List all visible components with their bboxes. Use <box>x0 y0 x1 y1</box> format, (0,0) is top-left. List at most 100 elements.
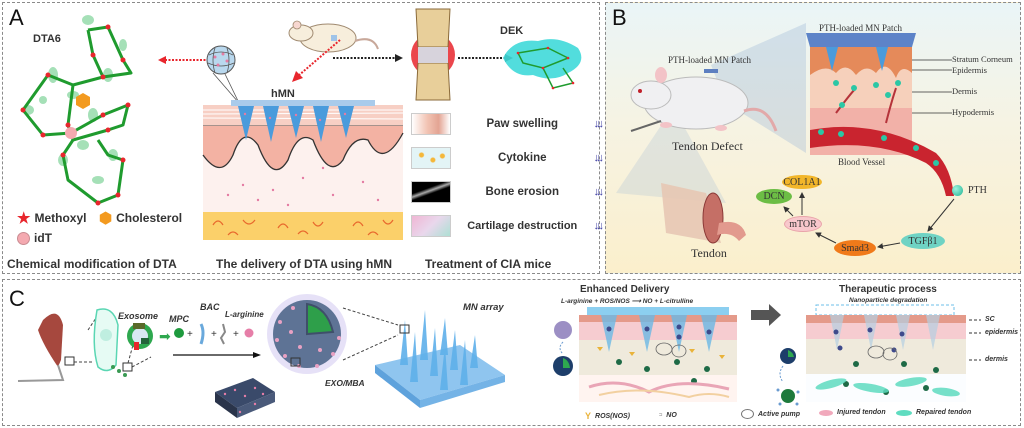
patch-label-mouse: PTH-loaded MN Patch <box>668 55 751 65</box>
patch-label-top: PTH-loaded MN Patch <box>819 23 902 33</box>
pth-particle-icon <box>952 185 963 196</box>
panel-letter-a: A <box>9 5 24 30</box>
injured-tendon-icon <box>819 409 833 416</box>
zoom-beam-shapes <box>616 23 806 203</box>
mouse-illustration <box>288 20 379 53</box>
pathway-node-mtor: mTOR <box>784 216 822 232</box>
therapeutic-subtitle: Nanoparticle degradation <box>849 297 928 304</box>
outcome-label: Paw swelling <box>486 118 559 130</box>
nanostructure-sphere <box>206 45 240 104</box>
outcome-label: Bone erosion <box>485 186 559 198</box>
legend-label: Active pump <box>758 410 801 418</box>
legend-label: Injured tendon <box>837 409 886 416</box>
star-icon: ★ <box>17 210 31 227</box>
blood-vessel-label: Blood Vessel <box>838 157 886 167</box>
exosome-label: Exosome <box>118 311 159 321</box>
exosome-icon <box>127 323 153 350</box>
tendon-cell-exosome-illustration <box>17 308 152 382</box>
exo-mba-label: EXO/MBA <box>325 378 365 388</box>
legend-label: ROS(NOS) <box>595 412 631 420</box>
decrease-arrows-icon: ↓↓↓ <box>593 186 604 198</box>
tendon-label: Tendon <box>691 246 727 260</box>
caption-delivery: The delivery of DTA using hMN <box>216 257 393 271</box>
ros-icon: Y <box>585 411 592 421</box>
panel-letter-b: B <box>612 5 627 30</box>
panel-c: C Exosome ➡ MPC BAC L-arginine + + + <box>2 279 1021 426</box>
active-pump-icon <box>741 409 754 419</box>
enhanced-delivery-title: Enhanced Delivery <box>580 284 670 295</box>
mpc-label: MPC <box>169 314 189 324</box>
mn-array-illustration <box>375 310 505 408</box>
dta6-structure-illustration <box>20 15 133 206</box>
green-arrow-icon: ➡ <box>159 328 171 344</box>
no-molecule-icon: ᵙ <box>659 411 663 420</box>
decrease-arrows-icon: ↓↓↓ <box>593 118 604 130</box>
rat-illustration <box>630 67 778 132</box>
nanoparticle-degradation-icon <box>776 348 800 406</box>
panel-letter-c: C <box>9 286 25 311</box>
enhanced-delivery-skin-illustration <box>579 307 737 402</box>
legend-label: Repaired tendon <box>916 409 972 416</box>
layer-epidermis: Epidermis <box>952 65 987 75</box>
pathway-node-smad3: Smad3 <box>834 240 876 256</box>
paw-thumbnail <box>411 113 451 135</box>
repaired-tendon-icon <box>896 409 912 416</box>
blood-vessel-illustration <box>810 126 954 196</box>
dek-label: DEK <box>500 25 524 37</box>
pathway-node-tgfb1: TGFβ1 <box>901 233 945 249</box>
layer-stratum-corneum: Stratum Corneum <box>952 54 1013 64</box>
circle-icon <box>17 231 30 245</box>
pathway-node-col1a1: COL1A1 <box>782 175 822 189</box>
enhanced-reaction-label: L-arginine + ROS/NOS ⟶ NO + L-citrulline <box>561 298 694 305</box>
legend-label: Methoxyl <box>34 211 87 225</box>
legend-cholesterol: ⬢ Cholesterol <box>99 209 182 227</box>
black-dotted-arrow-to-joint <box>333 54 403 62</box>
dashed-zoom-lines <box>342 307 399 361</box>
legend-ros: Y ROS(NOS) <box>585 411 630 421</box>
caption-treatment: Treatment of CIA mice <box>425 257 552 271</box>
dta6-label: DTA6 <box>33 33 61 45</box>
legend-methoxyl: ★ Methoxyl <box>17 209 86 227</box>
histology-thumbnail <box>411 215 451 237</box>
exo-mba-nanoparticle-illustration <box>267 294 347 374</box>
layer-hypodermis: Hypodermis <box>952 107 995 117</box>
tendon-defect-label: Tendon Defect <box>672 139 743 153</box>
components-synthesis-illustration: + + + <box>173 323 261 358</box>
decrease-arrows-icon: ↓↓↓ <box>593 220 604 232</box>
mn-array-label: MN array <box>463 302 504 313</box>
outcome-label: Cartilage destruction <box>467 220 578 232</box>
therapeutic-skin-illustration <box>806 304 966 402</box>
legend-label: Cholesterol <box>116 211 183 225</box>
layer-dermis-label: dermis <box>985 356 1008 363</box>
layer-sc-label: SC <box>985 316 995 323</box>
layer-leader-lines <box>912 59 952 114</box>
svg-text:+: + <box>233 329 239 340</box>
outcome-label: Cytokine <box>497 152 547 164</box>
svg-text:+: + <box>187 329 193 340</box>
gray-process-arrow <box>751 304 781 326</box>
outcome-cartilage-destruction: Cartilage destruction ↓↓↓ <box>411 215 604 237</box>
therapeutic-title: Therapeutic process <box>839 284 937 295</box>
nanorod-lattice-illustration <box>215 378 275 418</box>
legend-injured-tendon: Injured tendon <box>819 409 886 416</box>
outcome-bone-erosion: Bone erosion ↓↓↓ <box>411 181 604 203</box>
caption-chemical-modification: Chemical modification of DTA <box>7 257 177 271</box>
tendon-illustration <box>661 183 746 244</box>
panel-b: B PTH-loaded MN Patch Tendon Defect Tend… <box>605 2 1021 274</box>
pth-label: PTH <box>968 185 987 196</box>
bac-label: BAC <box>200 302 220 312</box>
layer-dermis: Dermis <box>952 86 978 96</box>
outcome-cytokine: Cytokine ↓↓↓ <box>411 147 604 169</box>
outcome-paw-swelling: Paw swelling ↓↓↓ <box>411 113 604 135</box>
layer-leader-dashes <box>969 319 981 361</box>
svg-text:+: + <box>211 329 217 340</box>
joint-illustration <box>411 8 455 101</box>
legend-no: ᵙ NO <box>659 411 677 420</box>
hexagon-icon: ⬢ <box>99 210 113 227</box>
legend-label: NO <box>666 412 677 419</box>
cytokine-thumbnail <box>411 147 451 169</box>
red-dotted-arrow-to-hmn <box>292 39 341 82</box>
pathway-node-dcn: DCN <box>756 189 792 204</box>
dek-protein-illustration <box>503 39 582 90</box>
layer-epidermis-label: epidermis <box>985 329 1019 336</box>
